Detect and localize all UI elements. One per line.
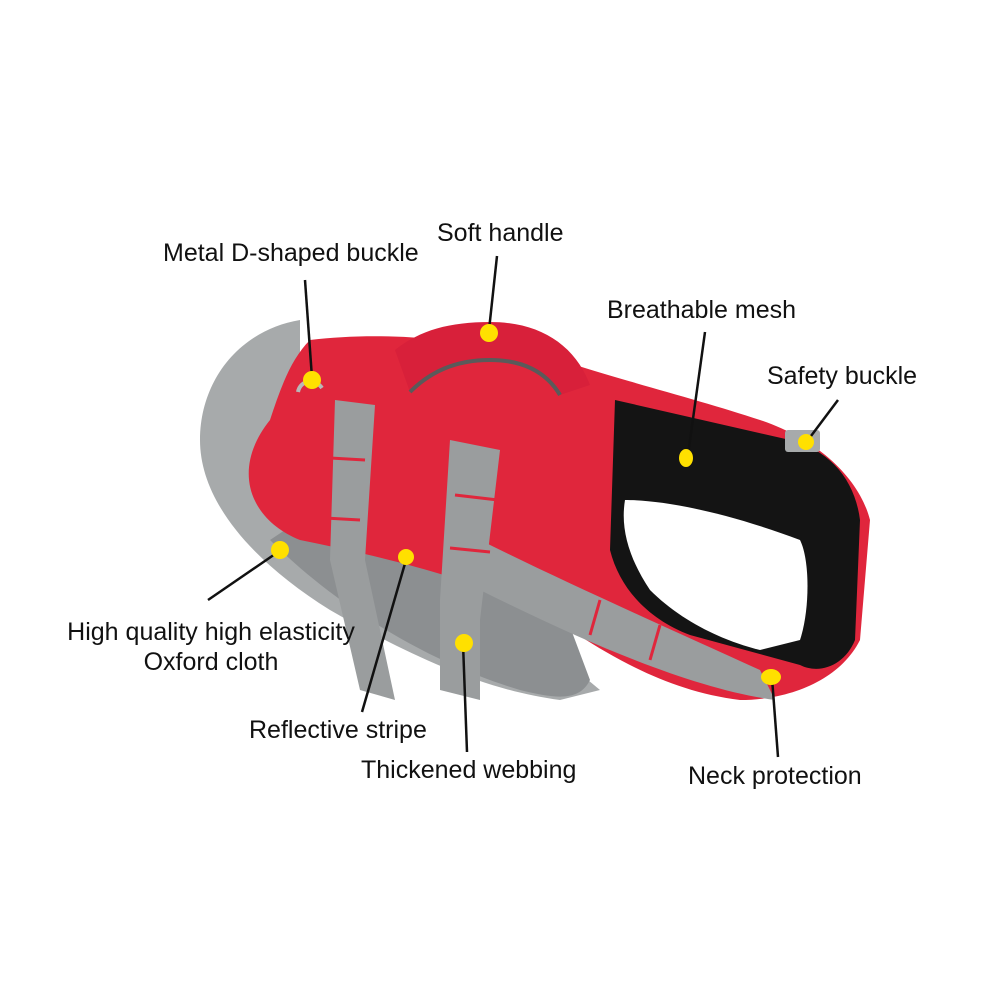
marker-reflective-stripe [398, 549, 414, 565]
marker-thickened-webbing [455, 634, 473, 652]
label-soft-handle: Soft handle [437, 219, 564, 247]
marker-oxford-cloth [271, 541, 289, 559]
marker-soft-handle [480, 324, 498, 342]
marker-safety-buckle [798, 434, 814, 450]
label-breathable-mesh: Breathable mesh [607, 296, 797, 324]
label-oxford-cloth: High quality high elasticity Oxford clot… [58, 617, 364, 677]
leader-lines [207, 255, 839, 758]
webbing-strap-1 [330, 400, 395, 700]
marker-neck-protection [761, 669, 781, 685]
label-oxford-line1: High quality high elasticity [67, 618, 355, 646]
label-safety-buckle: Safety buckle [767, 362, 918, 390]
marker-d-buckle [303, 371, 321, 389]
stitch-marks [324, 456, 662, 661]
webbing-strap-2 [440, 440, 500, 700]
neck-opening [623, 500, 808, 650]
label-metal-d-buckle: Metal D-shaped buckle [163, 239, 419, 267]
label-oxford-line2: Oxford cloth [143, 648, 279, 676]
label-reflective-stripe: Reflective stripe [249, 716, 427, 744]
label-neck-protection: Neck protection [688, 762, 862, 790]
marker-breathable-mesh [679, 449, 693, 467]
webbing-side-strap [480, 540, 775, 700]
callout-markers [271, 324, 814, 685]
label-thickened-webbing: Thickened webbing [361, 756, 577, 784]
